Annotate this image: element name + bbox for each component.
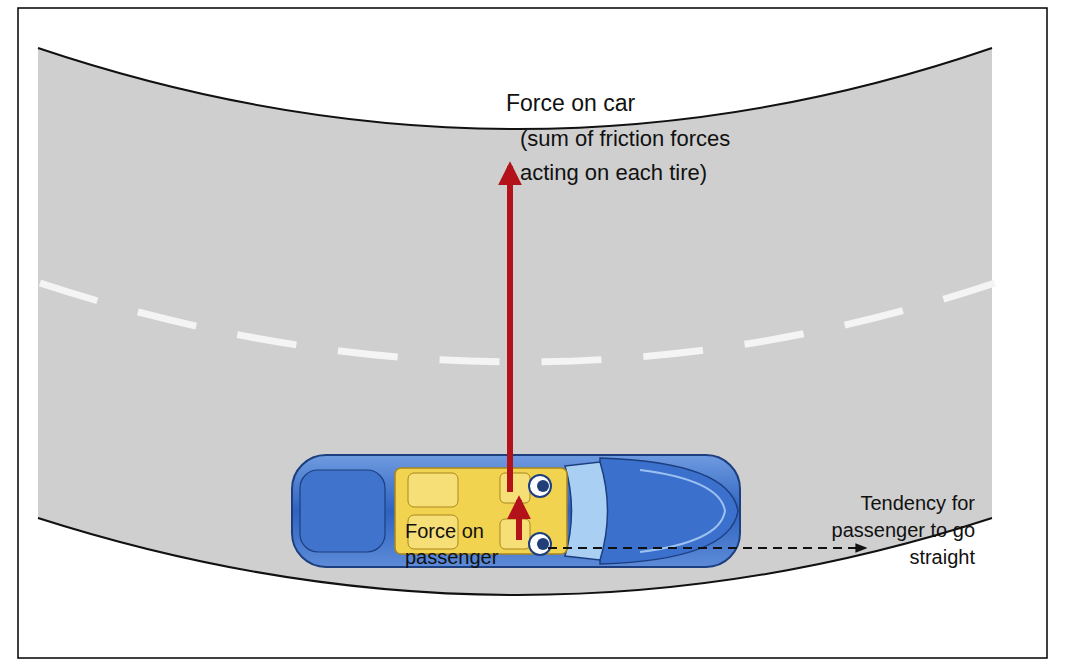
force-label: Force on passenger (405, 518, 509, 570)
tendency-label: Tendency for passenger to go straight (815, 490, 975, 571)
force-arrow (507, 166, 513, 492)
note-text: (sum of friction forces acting on each t… (520, 122, 782, 190)
tendency-arrow (548, 547, 865, 549)
frame (18, 8, 1047, 658)
force-arrow (516, 500, 522, 540)
force-label: Force on car (506, 88, 726, 118)
car (292, 455, 740, 567)
lane-marking (40, 283, 995, 362)
road-edge (38, 48, 992, 129)
